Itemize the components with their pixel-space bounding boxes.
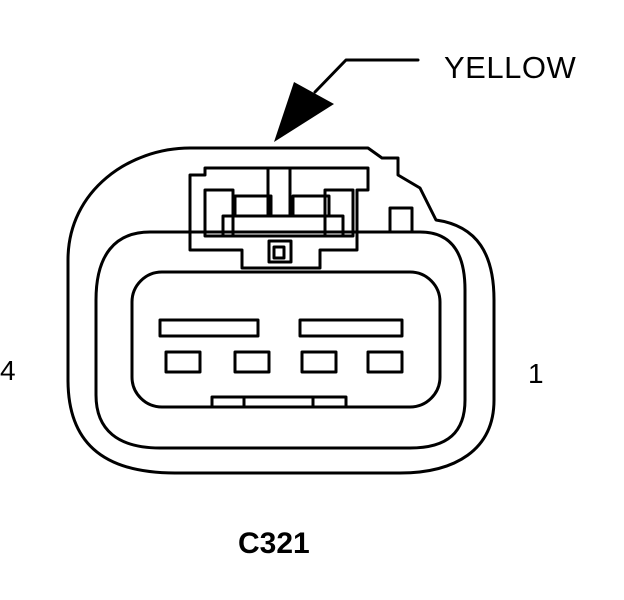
callout-leader-line: [313, 58, 420, 94]
pin-number-left-label: 4: [0, 355, 16, 386]
terminal-3: [233, 350, 271, 374]
connector-id-label: C321: [238, 527, 310, 560]
callout-arrowhead: [274, 82, 334, 142]
housing-side-step: [388, 206, 414, 234]
pin-number-right-label: 1: [528, 358, 544, 389]
terminal-cavity: [130, 270, 442, 409]
bottom-key: [210, 395, 348, 409]
wire-color-label: YELLOW: [444, 50, 577, 85]
connector-outer-housing: [66, 146, 496, 475]
keying-rib-left: [158, 318, 260, 338]
terminal-1: [366, 350, 404, 374]
keying-rib-right: [298, 318, 404, 338]
locking-latch: [188, 166, 370, 270]
terminal-4: [164, 350, 202, 374]
connector-inner-recess: [94, 230, 467, 450]
terminal-2: [300, 350, 338, 374]
